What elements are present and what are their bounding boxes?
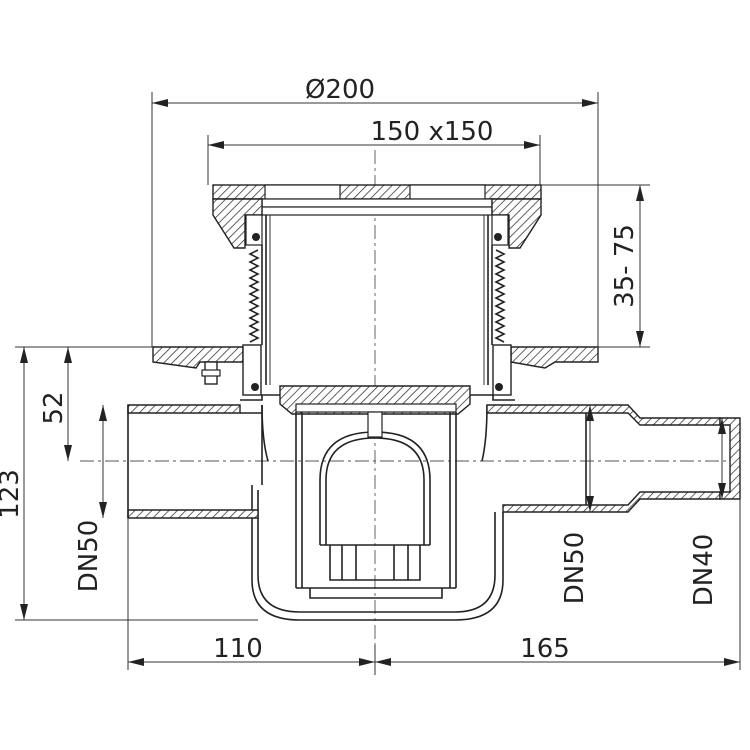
corrugation-left — [248, 249, 260, 343]
dim-diameter: Ø200 — [305, 75, 375, 105]
dim-offset: 52 — [39, 391, 69, 424]
dim-right-length: 165 — [520, 634, 570, 664]
corrugation-right — [494, 249, 506, 343]
dim-total-height: 123 — [0, 469, 25, 519]
dim-outlet-middle: DN50 — [560, 532, 590, 605]
left-outlet-pipe — [127, 404, 262, 519]
extension-lines — [15, 92, 741, 670]
dim-grate: 150 x150 — [371, 117, 494, 147]
top-frame — [212, 184, 542, 249]
trap-insert — [279, 385, 471, 599]
flange — [152, 344, 599, 396]
right-outlet-pipe — [486, 404, 741, 513]
dim-outlet-right: DN40 — [689, 534, 719, 607]
dimension-lines — [20, 99, 740, 675]
inner-sleeve — [265, 215, 489, 385]
dim-left-length: 110 — [213, 634, 263, 664]
dim-outlet-left: DN50 — [74, 520, 104, 593]
dim-height-range: 35- 75 — [610, 224, 640, 308]
